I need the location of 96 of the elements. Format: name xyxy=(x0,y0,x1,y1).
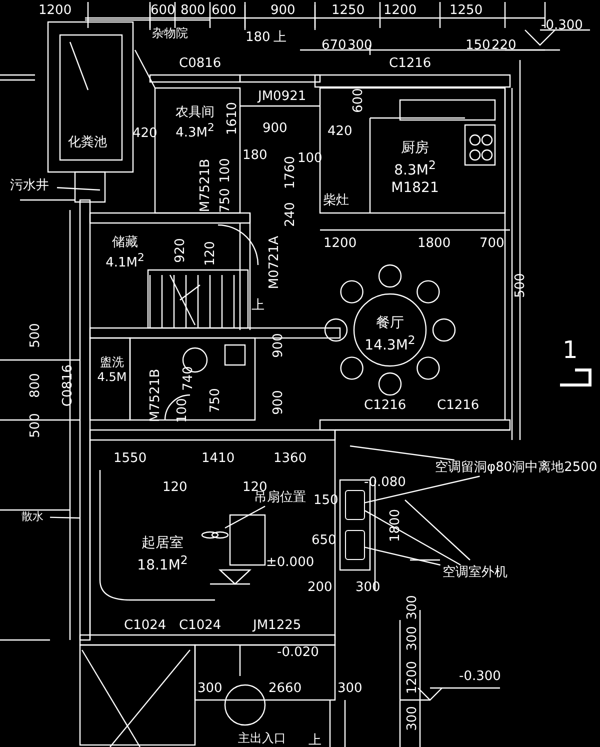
dimension-label: 1250 xyxy=(332,4,365,16)
room-label: 厨房 xyxy=(400,140,430,158)
dimension-label: 180 xyxy=(246,30,270,44)
dimension-label: 1200 xyxy=(38,4,72,16)
dimension-label: M0721A xyxy=(268,235,281,289)
dimension-label: 900 xyxy=(271,390,284,414)
dimension-label: 1760 xyxy=(284,155,297,189)
room-label: 盥洗 xyxy=(99,355,125,370)
dimension-label: 1360 xyxy=(274,452,307,464)
dimension-label: 920 xyxy=(173,238,186,262)
dimension-label: 上 xyxy=(252,298,264,312)
room-label: 4.3M$^{2}$ xyxy=(174,121,216,142)
dimension-label: M7521B xyxy=(198,158,212,212)
dimension-label: C1216 xyxy=(437,398,480,412)
room-label: 餐厅 xyxy=(375,315,405,332)
room-label: 污水井 xyxy=(9,178,50,194)
dimension-label: 1250 xyxy=(450,4,483,16)
room-label: 农具间 xyxy=(174,105,216,122)
room-label: 18.1M$^{2}$ xyxy=(136,552,189,575)
ac-unit-box xyxy=(345,490,365,520)
dimension-label: 1200 xyxy=(406,660,419,694)
dimension-label: 200 xyxy=(308,580,332,594)
dimension-label: C1216 xyxy=(389,56,432,70)
room-label: 散水 xyxy=(20,510,44,524)
area-label: 主出入口 xyxy=(238,732,286,744)
dimension-label: ±0.000 xyxy=(266,556,314,568)
leader-line xyxy=(224,506,266,529)
dimension-label: 120 xyxy=(203,240,216,266)
room-label: 化粪池 xyxy=(67,135,108,152)
dimension-label: 300 xyxy=(338,682,362,694)
dimension-label: 750 xyxy=(208,388,222,412)
room-label: 14.3M$^{2}$ xyxy=(364,332,416,355)
leader-line xyxy=(364,510,461,566)
dimension-label: 700 xyxy=(480,236,504,250)
room-label: 起居室 xyxy=(140,535,184,552)
dimension-label: C1024 xyxy=(179,618,222,632)
dimension-label: 300 xyxy=(348,38,372,52)
room-label: 4.5M xyxy=(96,370,128,385)
room-label: 储藏 xyxy=(111,235,139,252)
room-label: 吊扇位置 xyxy=(254,490,307,506)
dimension-label: 800 xyxy=(28,372,42,398)
leader-line xyxy=(350,445,454,461)
dimension-label: 220 xyxy=(492,38,516,52)
dimension-label: 1800 xyxy=(388,508,402,542)
dimension-label: -0.300 xyxy=(541,18,583,32)
dimension-label: 300 xyxy=(405,594,418,620)
dimension-label: 上 xyxy=(274,30,286,44)
dimension-label: -0.020 xyxy=(277,646,319,658)
dimension-label: 240 xyxy=(283,202,296,226)
dimension-label: 1 xyxy=(562,338,578,362)
dimension-label: 1800 xyxy=(418,236,451,250)
dimension-label: 1610 xyxy=(226,101,239,135)
room-label: 8.3M$^{2}$ xyxy=(393,158,437,180)
dimension-label: C1024 xyxy=(124,618,166,632)
dimension-label: 180 xyxy=(242,148,268,162)
dimension-label: 1550 xyxy=(114,452,147,464)
ac-unit-box xyxy=(345,530,365,560)
area-label: 杂物院 xyxy=(152,27,188,39)
dimension-label: 600 xyxy=(212,4,236,16)
dimension-label: -0.300 xyxy=(459,670,501,682)
dimension-label: C1216 xyxy=(364,398,406,412)
dimension-label: 750 xyxy=(218,188,232,212)
dimension-label: 600 xyxy=(351,88,364,112)
dimension-label: 300 xyxy=(405,626,418,650)
leader-line xyxy=(50,516,80,519)
leader-line xyxy=(364,546,440,566)
dimension-label: 900 xyxy=(271,332,284,358)
dimension-label: 100 xyxy=(175,398,188,422)
dimension-label: 670 xyxy=(322,38,346,52)
room-label: 空调留洞φ80洞中离地2500 xyxy=(435,460,595,476)
dimension-label: 500 xyxy=(28,322,42,348)
room-label: 4.1M$^{2}$ xyxy=(104,251,146,272)
dimension-label: JM1225 xyxy=(253,618,302,632)
dimension-label: 300 xyxy=(405,706,418,730)
dimension-label: 2660 xyxy=(268,682,302,694)
dimension-label: 300 xyxy=(198,682,222,694)
dimension-label: 900 xyxy=(270,4,296,16)
room-label: M1821 xyxy=(390,180,440,198)
dimension-label: 上 xyxy=(308,734,322,746)
dimension-label: 900 xyxy=(262,122,288,134)
dimension-label: JM0921 xyxy=(258,90,306,102)
dimension-label: 1410 xyxy=(202,452,235,464)
dimension-label: 100 xyxy=(218,158,232,182)
area-label: 柴灶 xyxy=(323,194,349,206)
dimension-label: C0816 xyxy=(179,56,222,70)
dimension-label: 300 xyxy=(356,580,380,594)
dimension-label: 120 xyxy=(162,480,188,494)
dimension-label: 1200 xyxy=(384,4,417,16)
dimension-label: 740 xyxy=(181,366,194,390)
dimension-label: 420 xyxy=(328,124,352,138)
dimension-label: 800 xyxy=(180,4,206,16)
dimension-label: 1200 xyxy=(324,236,357,250)
dimension-label: 150 xyxy=(466,38,490,52)
dimension-label: 600 xyxy=(150,4,176,16)
leader-line xyxy=(56,187,100,191)
room-label: 空调室外机 xyxy=(442,565,508,582)
